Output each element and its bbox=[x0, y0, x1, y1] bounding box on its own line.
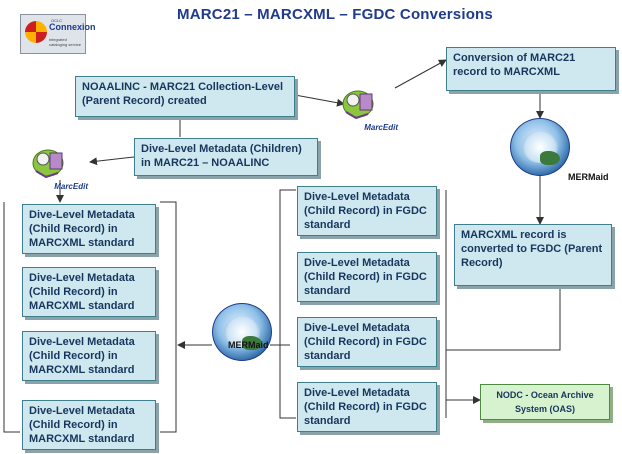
marcxml-record-3: Dive-Level Metadata (Child Record) in MA… bbox=[22, 331, 156, 381]
oclc-swirl-icon bbox=[25, 21, 47, 43]
marcxml-record-4: Dive-Level Metadata (Child Record) in MA… bbox=[22, 400, 156, 450]
mermaid-globe-icon bbox=[510, 118, 570, 176]
arrow-collection-to-marcedit bbox=[294, 94, 345, 107]
fgdc-record-1: Dive-Level Metadata (Child Record) in FG… bbox=[297, 186, 437, 236]
arrow-marcedit-to-conversion bbox=[394, 59, 447, 89]
mermaid-label-right: MERMaid bbox=[568, 172, 609, 182]
marcedit-tool-left: MarcEdit bbox=[30, 145, 88, 191]
arrow-children-to-marcedit bbox=[89, 156, 135, 166]
fgdc-record-4: Dive-Level Metadata (Child Record) in FG… bbox=[297, 382, 437, 432]
converted-box: MARCXML record is converted to FGDC (Par… bbox=[454, 224, 612, 286]
marcedit-icon bbox=[342, 90, 374, 120]
marcxml-record-2: Dive-Level Metadata (Child Record) in MA… bbox=[22, 267, 156, 317]
conversion-box: Conversion of MARC21 record to MARCXML bbox=[446, 47, 616, 91]
fgdc-record-3: Dive-Level Metadata (Child Record) in FG… bbox=[297, 317, 437, 367]
fgdc-record-2: Dive-Level Metadata (Child Record) in FG… bbox=[297, 252, 437, 302]
marcedit-label-left: MarcEdit bbox=[54, 182, 88, 191]
marcedit-label-top: MarcEdit bbox=[364, 123, 398, 132]
marcedit-icon bbox=[32, 149, 64, 179]
page-title: MARC21 – MARCXML – FGDC Conversions bbox=[177, 6, 493, 23]
bracket-marcxml-left bbox=[3, 202, 20, 433]
mermaid-label-bottom: MERMaid bbox=[228, 340, 269, 350]
collection-box: NOAALINC - MARC21 Collection-Level (Pare… bbox=[75, 76, 295, 117]
connexion-logo: OCLC Connexion integrated cataloging ser… bbox=[20, 14, 96, 54]
marcxml-record-1: Dive-Level Metadata (Child Record) in MA… bbox=[22, 204, 156, 254]
bracket-fgdc-left bbox=[279, 189, 296, 419]
line-converted-to-fgdc bbox=[446, 286, 561, 351]
logo-name: Connexion bbox=[49, 22, 96, 32]
logo-tagline: integrated cataloging service bbox=[49, 37, 82, 47]
logo-oclc: OCLC bbox=[51, 18, 63, 23]
bracket-marcxml-right bbox=[160, 201, 177, 433]
oas-box: NODC - Ocean Archive System (OAS) bbox=[480, 384, 610, 420]
mermaid-globe-icon bbox=[212, 303, 272, 361]
children-box: Dive-Level Metadata (Children) in MARC21… bbox=[134, 138, 318, 176]
marcedit-tool-top: MarcEdit bbox=[340, 86, 398, 132]
